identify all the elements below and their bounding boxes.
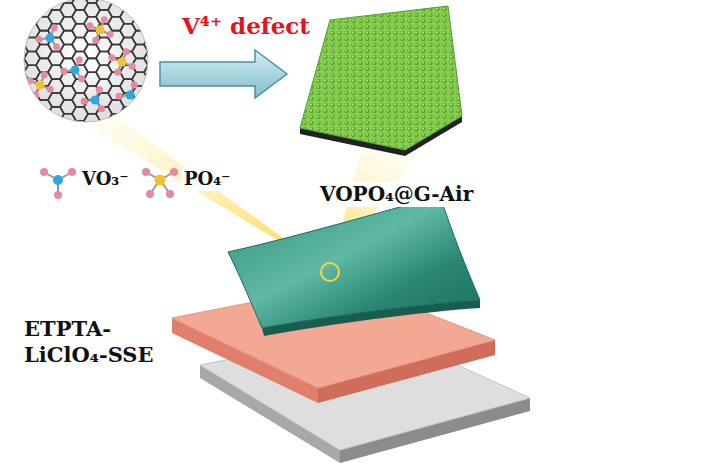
lattice-hex: [0, 24, 16, 38]
lattice-hex: [108, 114, 124, 128]
lattice-hex: [36, 0, 52, 3]
lattice-hex: [144, 107, 160, 121]
lattice-hex: [0, 121, 16, 135]
defect-label: V⁴⁺ defect: [180, 12, 312, 41]
molecule: [61, 56, 86, 82]
material-label: ETPTA-LiClO₄-SSE: [22, 316, 166, 369]
lattice-hex: [144, 79, 160, 93]
lattice-hex: [156, 17, 172, 31]
vopo4-sheet: [300, 6, 462, 150]
lattice-hex: [132, 0, 148, 3]
molecule: [36, 24, 61, 50]
lattice-hex: [132, 114, 148, 128]
graphene-lattice: [0, 0, 184, 135]
molecule: [86, 16, 113, 43]
lattice-hex: [24, 0, 40, 10]
cathode-sheet: [228, 196, 480, 336]
lattice-hex: [0, 79, 16, 93]
transform-arrow: [160, 50, 287, 98]
zoom-outline: [24, 0, 148, 122]
molecule: [26, 71, 53, 98]
lattice-hex: [12, 100, 28, 114]
lattice-hex: [168, 0, 184, 10]
lattice-hex: [168, 121, 184, 135]
lattice-hex: [24, 121, 40, 135]
focus-ring: [321, 263, 339, 281]
lattice-hex: [96, 121, 112, 135]
lattice-hex: [36, 114, 52, 128]
lattice-hex: [156, 114, 172, 128]
lattice-hex: [156, 86, 172, 100]
lattice-hex: [0, 38, 16, 52]
lattice-hex: [144, 121, 160, 135]
lattice-hex: [156, 44, 172, 58]
lattice-hex: [120, 107, 136, 121]
lattice-hex: [156, 31, 172, 45]
lattice-hex: [156, 100, 172, 114]
material-label: VOPO₄@G-Air: [318, 182, 475, 207]
lattice-hex: [144, 0, 160, 10]
lattice-hex: [12, 114, 28, 128]
molecule: [116, 81, 141, 107]
lattice-hex: [12, 3, 28, 17]
zoom-circle: [24, 0, 148, 122]
lattice-hex: [0, 93, 16, 107]
molecule: [108, 48, 135, 75]
molecule: [81, 86, 106, 112]
lattice-hex: [120, 121, 136, 135]
lattice-hex: [132, 100, 148, 114]
lattice-hex: [24, 107, 40, 121]
lattice-hex: [0, 10, 16, 24]
vo3-icon: [40, 168, 76, 199]
lattice-hex: [48, 121, 64, 135]
lattice-hex: [168, 93, 184, 107]
lattice-hex: [12, 86, 28, 100]
lattice-hex: [0, 65, 16, 79]
lattice-hex: [0, 0, 16, 10]
lattice-hex: [12, 17, 28, 31]
lattice-hex: [0, 51, 16, 65]
lattice-hex: [168, 107, 184, 121]
lattice-hex: [12, 31, 28, 45]
lattice-hex: [144, 51, 160, 65]
lattice-hex: [72, 121, 88, 135]
lattice-hex: [156, 0, 172, 3]
ion-label: VO₃⁻: [80, 168, 131, 191]
lattice-hex: [120, 0, 136, 10]
lattice-hex: [132, 3, 148, 17]
lattice-hex: [156, 3, 172, 17]
lattice-hex: [144, 93, 160, 107]
ion-label: PO₄⁻: [182, 168, 233, 191]
lattice-hex: [144, 10, 160, 24]
lattice-hex: [0, 107, 16, 121]
po4-icon: [142, 168, 178, 198]
lattice-hex: [144, 24, 160, 38]
lattice-hex: [12, 0, 28, 3]
